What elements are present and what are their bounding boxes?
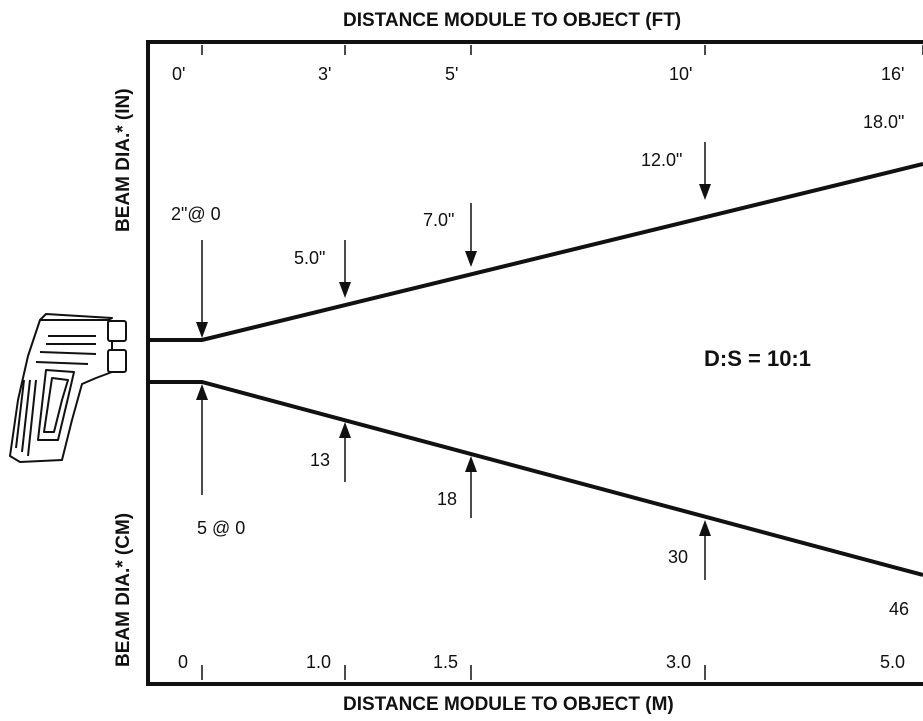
down-arrow-icon — [196, 240, 208, 338]
ft-tick-10: 10' — [669, 64, 692, 84]
infrared-thermometer-icon — [9, 313, 127, 463]
up-arrow-icon — [465, 456, 477, 518]
m-tick-3: 3.0 — [666, 652, 691, 672]
down-arrows — [196, 142, 711, 338]
ft-tick-5: 5' — [445, 64, 458, 84]
up-arrow-icon — [196, 384, 208, 495]
down-arrow-icon — [465, 203, 477, 267]
m-tick-1: 1.0 — [306, 652, 331, 672]
ft-tick-0: 0' — [172, 64, 185, 84]
down-arrow-icon — [339, 240, 351, 298]
beam-upper-edge — [148, 162, 923, 342]
inch-callout-3: 5.0" — [294, 248, 325, 268]
inch-callout-5: 7.0" — [423, 210, 454, 230]
m-tick-1-5: 1.5 — [433, 652, 458, 672]
top-axis-title: DISTANCE MODULE TO OBJECT (FT) — [343, 10, 682, 31]
bottom-ticks — [201, 665, 706, 680]
m-tick-5: 5.0 — [880, 652, 905, 672]
cm-callout-0: 5 @ 0 — [197, 518, 245, 538]
top-ticks — [201, 45, 923, 55]
beam-outline — [148, 162, 923, 577]
distance-spot-ratio: D:S = 10:1 — [704, 346, 811, 371]
inch-callout-10: 12.0" — [641, 150, 682, 170]
plot-frame — [146, 40, 923, 686]
cm-callout-1: 13 — [310, 450, 330, 470]
cm-callout-3: 30 — [668, 547, 688, 567]
up-arrow-icon — [339, 422, 351, 482]
up-arrows — [196, 384, 711, 580]
up-arrow-icon — [699, 520, 711, 580]
inch-callout-0: 2"@ 0 — [171, 204, 221, 224]
ft-tick-16: 16' — [881, 64, 904, 84]
m-tick-0: 0 — [178, 652, 188, 672]
inch-callout-16: 18.0" — [863, 112, 904, 132]
bottom-axis-title: DISTANCE MODULE TO OBJECT (M) — [343, 694, 674, 715]
ft-tick-3: 3' — [318, 64, 331, 84]
beam-lower-edge — [148, 380, 923, 577]
down-arrow-icon — [699, 142, 711, 200]
cm-callout-5: 46 — [889, 599, 909, 619]
cm-callout-1-5: 18 — [437, 489, 457, 509]
